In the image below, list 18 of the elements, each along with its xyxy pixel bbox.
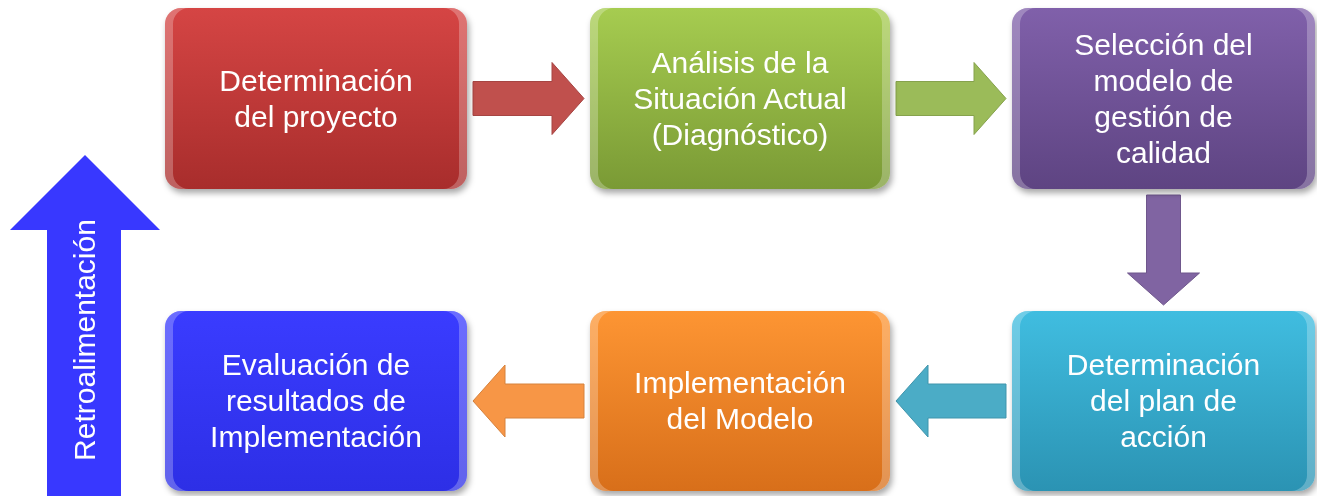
box-label: Selección del modelo de gestión de calidad bbox=[1073, 26, 1254, 171]
box-label: Determinación del proyecto bbox=[218, 62, 414, 135]
block-arrow bbox=[472, 62, 585, 135]
vertical-label: Retroalimentación bbox=[67, 219, 102, 461]
block-arrow bbox=[472, 364, 585, 438]
box-label: Análisis de la Situación Actual (Diagnóstico) bbox=[632, 44, 848, 153]
process-box bbox=[165, 311, 467, 491]
block-arrow bbox=[895, 364, 1007, 438]
process-box bbox=[590, 311, 890, 491]
block-arrow bbox=[1127, 194, 1200, 306]
block-arrow bbox=[895, 62, 1007, 135]
box-label: Determinación del plan de acción bbox=[1065, 347, 1262, 455]
process-box bbox=[165, 8, 467, 189]
box-label: Evaluación de resultados de Implementación bbox=[209, 347, 423, 455]
process-box bbox=[590, 8, 890, 189]
box-label: Implementación del Modelo bbox=[633, 365, 847, 437]
process-box bbox=[1012, 311, 1315, 491]
process-box bbox=[1012, 8, 1315, 189]
